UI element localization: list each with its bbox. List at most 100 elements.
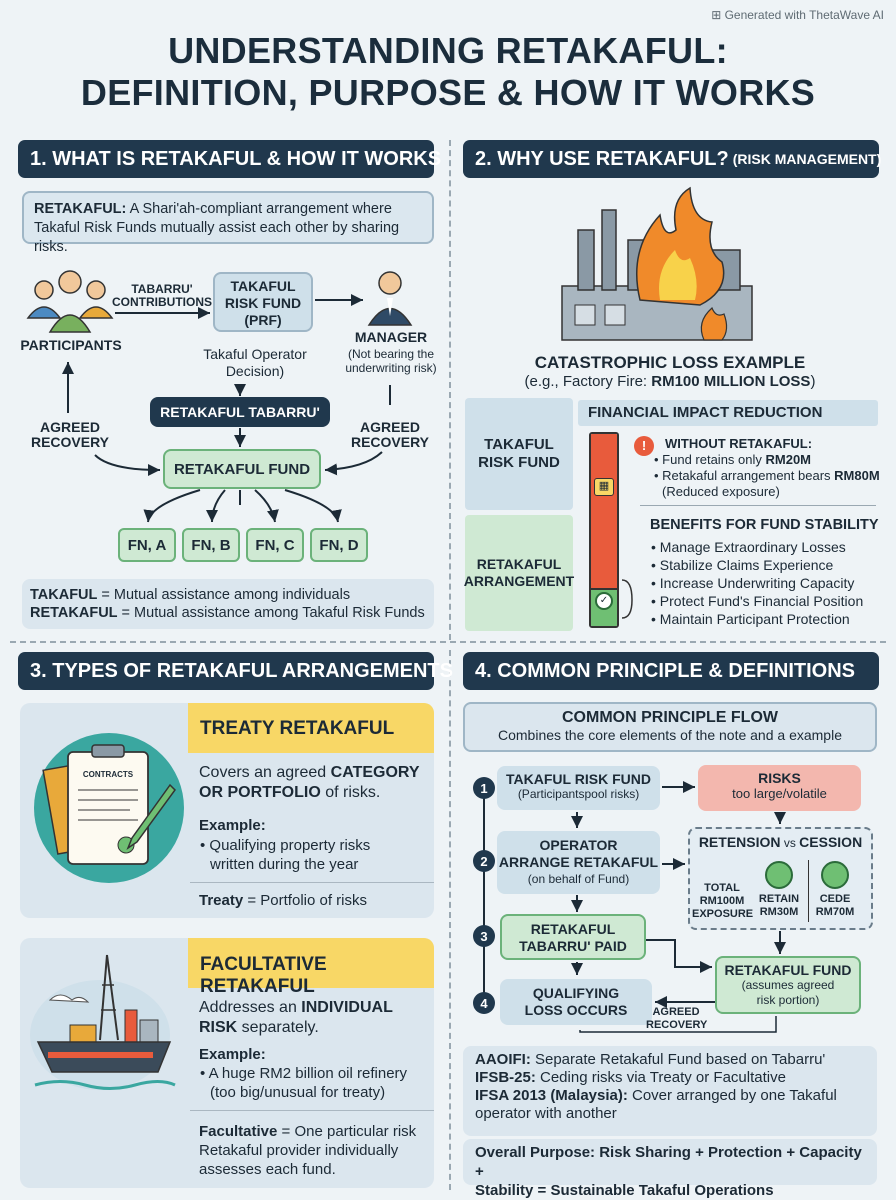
section-3-heading: 3. TYPES OF RETAKAFUL ARRANGEMENTS <box>18 652 453 690</box>
cede-2: RM70M <box>815 906 855 918</box>
overall-purpose-box: Overall Purpose: Risk Sharing + Protecti… <box>463 1139 877 1199</box>
takaful-vs-retakaful-box: TAKAFUL = Mutual assistance among indivi… <box>22 579 434 629</box>
treaty-title: TREATY RETAKAFUL <box>200 718 395 739</box>
building-icon: ▦ <box>594 478 614 496</box>
treaty-example-1: • Qualifying property risks <box>200 837 371 854</box>
benefit-item: • Stabilize Claims Experience <box>651 557 834 573</box>
benefit-item: • Manage Extraordinary Losses <box>651 539 846 555</box>
treaty-example-2: written during the year <box>210 856 359 873</box>
aaoifi-text: Separate Retakaful Fund based on Tabarru… <box>530 1051 826 1068</box>
retakaful-fund-box: RETAKAFUL FUND <box>163 449 321 489</box>
catastrophic-loss-sub: (e.g., Factory Fire: RM100 MILLION LOSS) <box>465 373 875 390</box>
watermark-text: Generated with ThetaWave AI <box>724 8 884 22</box>
treaty-desc-2: of risks. <box>320 784 381 801</box>
benefit-item: • Maintain Participant Protection <box>651 611 850 627</box>
section-2-heading: 2. WHY USE RETAKAFUL?(RISK MANAGEMENT) <box>463 140 882 178</box>
fac-divider <box>190 1110 434 1111</box>
tabarru-label-1: TABARRU' <box>131 282 193 296</box>
flow-op-1: OPERATOR <box>539 837 618 853</box>
fac-def-3: assesses each fund. <box>199 1161 336 1178</box>
step-4-badge: 4 <box>473 992 495 1014</box>
flow-op-3: (on behalf of Fund) <box>527 872 630 886</box>
fund-b-text: FN, B <box>191 536 231 554</box>
facultative-title-box: FACULTATIVE RETAKAFUL <box>188 938 434 997</box>
title-line-2: DEFINITION, PURPOSE & HOW IT WORKS <box>80 72 816 113</box>
prf-line-2: RISK FUND <box>224 295 302 311</box>
retains-row: • Fund retains only RM20M <box>654 452 880 468</box>
fac-desc-2: separately. <box>237 1019 319 1036</box>
ifsa-text-2: operator with another <box>475 1105 617 1122</box>
takaful-def: = Mutual assistance among individuals <box>97 587 351 603</box>
retakaful-def-row: RETAKAFUL = Mutual assistance among Taka… <box>30 604 426 622</box>
rvc-retension: RETENSION <box>698 834 781 850</box>
retains-text: • Fund retains only <box>654 452 766 467</box>
benefit-item: • Increase Underwriting Capacity <box>651 575 855 591</box>
treaty-illustration-bg <box>34 733 184 883</box>
retakaful-def-term: RETAKAFUL: <box>34 201 127 217</box>
catastrophic-loss-title: CATASTROPHIC LOSS EXAMPLE <box>534 353 806 372</box>
decision-1: Takaful Operator <box>203 346 307 362</box>
shield-icon: ✓ <box>595 592 613 610</box>
flow-loss-1: QUALIFYING <box>532 985 620 1001</box>
step-4-number: 4 <box>480 995 488 1011</box>
retakaful-def-text-1: A Shari'ah-compliant arrangement where <box>126 201 392 217</box>
divider-vertical-top <box>449 140 451 640</box>
fund-c-text: FN, C <box>255 536 295 554</box>
treaty-desc-bold-2: OR PORTFOLIO <box>199 784 321 801</box>
section-4-heading-text: 4. COMMON PRINCIPLE & DEFINITIONS <box>475 659 856 682</box>
ra-line-2: ARRANGEMENT <box>463 573 575 589</box>
retain-2: RM30M <box>759 906 799 918</box>
treaty-example: • Qualifying property risks written durin… <box>200 836 370 874</box>
benefits-divider <box>640 505 876 506</box>
benefit-text: Maintain Participant Protection <box>659 611 850 627</box>
cede-1: CEDE <box>819 893 851 905</box>
rvc-title: RETENSION vs CESSION <box>688 834 873 850</box>
aaoifi-row: AAOIFI: Separate Retakaful Fund based on… <box>475 1051 865 1069</box>
flow-paid-2: TABARRU' PAID <box>519 938 627 954</box>
fund-a-text: FN, A <box>127 536 167 554</box>
retain-1: RETAIN <box>758 893 800 905</box>
step-3-number: 3 <box>480 928 488 944</box>
facultative-title: FACULTATIVE RETAKAFUL <box>200 954 327 997</box>
fac-example: • A huge RM2 billion oil refinery(too bi… <box>200 1064 407 1102</box>
fac-example-label: Example: <box>199 1046 266 1063</box>
section-2-heading-sub: (RISK MANAGEMENT) <box>732 151 882 167</box>
impact-bar-ceded <box>591 434 617 588</box>
takaful-term: TAKAFUL <box>30 587 98 603</box>
retakaful-tabarru-text: RETAKAFUL TABARRU' <box>160 404 320 420</box>
ra-line-1: RETAKAFUL <box>476 556 562 572</box>
manager-note-2: underwriting risk) <box>345 361 437 375</box>
aaoifi-term: AAOIFI: <box>475 1051 531 1068</box>
section-1-heading: 1. WHAT IS RETAKAFUL & HOW IT WORKS <box>18 140 441 178</box>
step-1-number: 1 <box>480 780 488 796</box>
ifsb-text: Ceding risks via Treaty or Facultative <box>535 1069 786 1086</box>
flow-risks-1: RISKS <box>758 770 801 786</box>
fund-a-box: FN, A <box>118 528 176 562</box>
flow-loss-2: LOSS OCCURS <box>524 1002 628 1018</box>
watermark: ⊞ Generated with ThetaWave AI <box>711 8 884 22</box>
page-title: UNDERSTANDING RETAKAFUL:DEFINITION, PURP… <box>0 30 896 114</box>
step-2-number: 2 <box>480 853 488 869</box>
takaful-def-row: TAKAFUL = Mutual assistance among indivi… <box>30 586 426 604</box>
ifsa-term: IFSA 2013 (Malaysia): <box>475 1087 628 1104</box>
divider-horizontal <box>10 641 886 643</box>
retakaful-def-text-2: Takaful Risk Funds mutually assist each … <box>34 220 400 255</box>
benefit-text: Increase Underwriting Capacity <box>659 575 855 591</box>
bears-row: • Retakaful arrangement bears RM80M <box>654 468 880 484</box>
retakaful-definition-box: RETAKAFUL: A Shari'ah-compliant arrangem… <box>22 191 434 255</box>
ifsa-row: IFSA 2013 (Malaysia): Cover arranged by … <box>475 1087 865 1105</box>
total-2: RM100M <box>699 895 745 907</box>
